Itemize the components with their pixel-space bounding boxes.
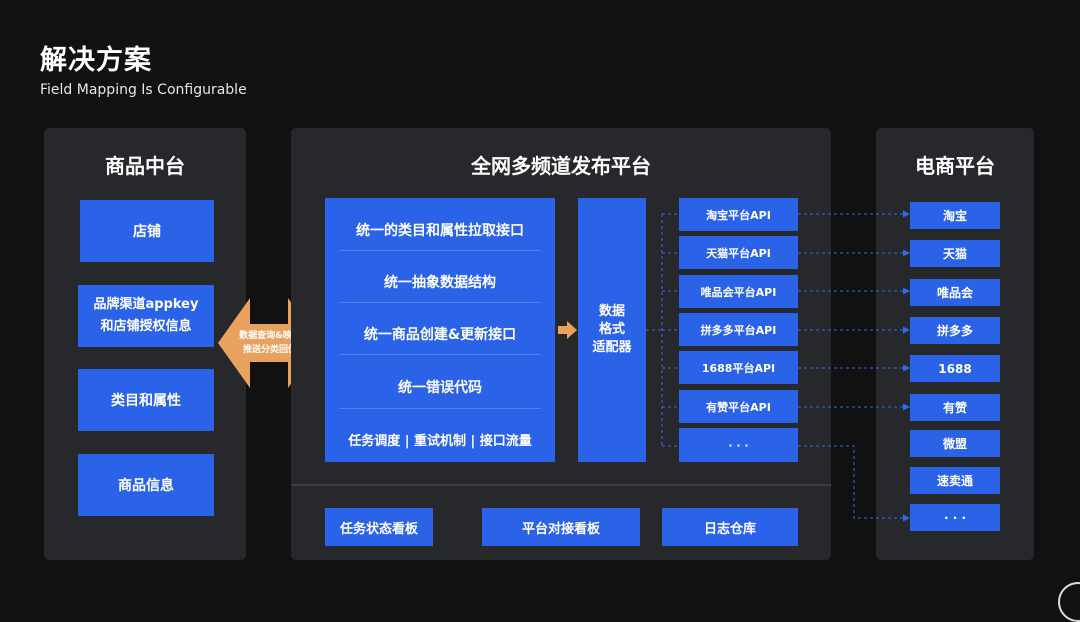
api-box-youzan: 有赞平台API (679, 390, 798, 423)
api-box-tmall: 天猫平台API (679, 236, 798, 269)
api-label: 唯品会平台API (700, 285, 777, 299)
api-label: 天猫平台API (706, 246, 771, 260)
platform-taobao: 淘宝 (910, 202, 1000, 229)
task-status-dashboard: 任务状态看板 (325, 508, 433, 546)
row-divider (339, 408, 541, 409)
dashboard-label: 平台对接看板 (521, 521, 600, 537)
platform-label: 微盟 (942, 437, 967, 451)
platform-aliexpress: 速卖通 (910, 467, 1000, 494)
dashboard-label: 任务状态看板 (339, 521, 418, 537)
corner-circle-icon (1058, 582, 1080, 622)
api-label: · · · (728, 438, 749, 452)
store-box: 店铺 (80, 200, 214, 262)
publishing-platform-panel: 全网多频道发布平台 统一的类目和属性拉取接口 统一抽象数据结构 统一商品创建&更… (291, 128, 831, 560)
page-title: 解决方案 (40, 45, 152, 76)
unified-row-data-structure: 统一抽象数据结构 (384, 275, 496, 291)
store-label: 店铺 (133, 224, 161, 240)
unified-row-create-update: 统一商品创建&更新接口 (363, 327, 517, 343)
category-attribute-box: 类目和属性 (78, 369, 214, 431)
ecommerce-platform-title: 电商平台 (915, 154, 995, 178)
platform-youzan: 有赞 (910, 394, 1000, 421)
platform-label: 1688 (938, 361, 972, 376)
api-box-taobao: 淘宝平台API (679, 198, 798, 231)
api-box-1688: 1688平台API (679, 351, 798, 384)
platform-1688: 1688 (910, 355, 1000, 382)
platform-label: 拼多多 (936, 324, 973, 338)
unified-row-task-retry-flow: 任务调度 | 重试机制 | 接口流量 (348, 434, 532, 449)
platform-label: 有赞 (942, 401, 967, 415)
api-label: 有赞平台API (706, 400, 771, 414)
brand-appkey-label: 品牌渠道appkey 和店铺授权信息 (93, 297, 199, 334)
dashboard-label: 日志仓库 (703, 521, 756, 537)
arrow-right-icon (558, 321, 577, 339)
format-adapter-label: 数据 格式 适配器 (592, 304, 632, 355)
publishing-platform-title: 全网多频道发布平台 (471, 154, 651, 178)
platform-label: · · · (943, 510, 967, 525)
connector-label: 数据查询&映射 推送分类回值 (239, 331, 301, 355)
row-divider (339, 354, 541, 355)
ecommerce-platform-panel: 电商平台 淘宝 天猫 唯品会 拼多多 1688 有赞 微盟 速卖通 · · · (876, 128, 1034, 560)
row-divider (339, 250, 541, 251)
platform-label: 唯品会 (936, 286, 973, 300)
category-attribute-label: 类目和属性 (111, 393, 181, 409)
platform-more: · · · (910, 504, 1000, 531)
api-box-vip: 唯品会平台API (679, 275, 798, 308)
row-divider (339, 302, 541, 303)
api-label: 淘宝平台API (706, 208, 771, 222)
product-center-panel: 商品中台 店铺 品牌渠道appkey 和店铺授权信息 类目和属性 商品信息 (44, 128, 246, 560)
format-adapter-box: 数据 格式 适配器 (578, 198, 646, 462)
product-info-label: 商品信息 (118, 478, 174, 494)
unified-row-category: 统一的类目和属性拉取接口 (356, 223, 524, 239)
unified-row-error-code: 统一错误代码 (398, 380, 482, 396)
platform-label: 淘宝 (942, 209, 967, 223)
platform-label: 速卖通 (936, 474, 973, 488)
unified-interface-block: 统一的类目和属性拉取接口 统一抽象数据结构 统一商品创建&更新接口 统一错误代码… (325, 198, 555, 462)
product-info-box: 商品信息 (78, 454, 214, 516)
section-divider (291, 484, 831, 486)
brand-appkey-box: 品牌渠道appkey 和店铺授权信息 (78, 285, 214, 347)
platform-integration-dashboard: 平台对接看板 (482, 508, 640, 546)
api-box-pinduoduo: 拼多多平台API (679, 313, 798, 346)
log-repository: 日志仓库 (662, 508, 798, 546)
page-subtitle: Field Mapping Is Configurable (40, 82, 247, 98)
api-label: 1688平台API (701, 361, 776, 375)
product-center-title: 商品中台 (105, 154, 185, 178)
api-box-more: · · · (679, 428, 798, 462)
platform-vip: 唯品会 (910, 279, 1000, 306)
api-label: 拼多多平台API (700, 323, 777, 337)
platform-label: 天猫 (942, 247, 967, 261)
platform-pinduoduo: 拼多多 (910, 317, 1000, 344)
platform-tmall: 天猫 (910, 240, 1000, 267)
platform-weimob: 微盟 (910, 430, 1000, 457)
